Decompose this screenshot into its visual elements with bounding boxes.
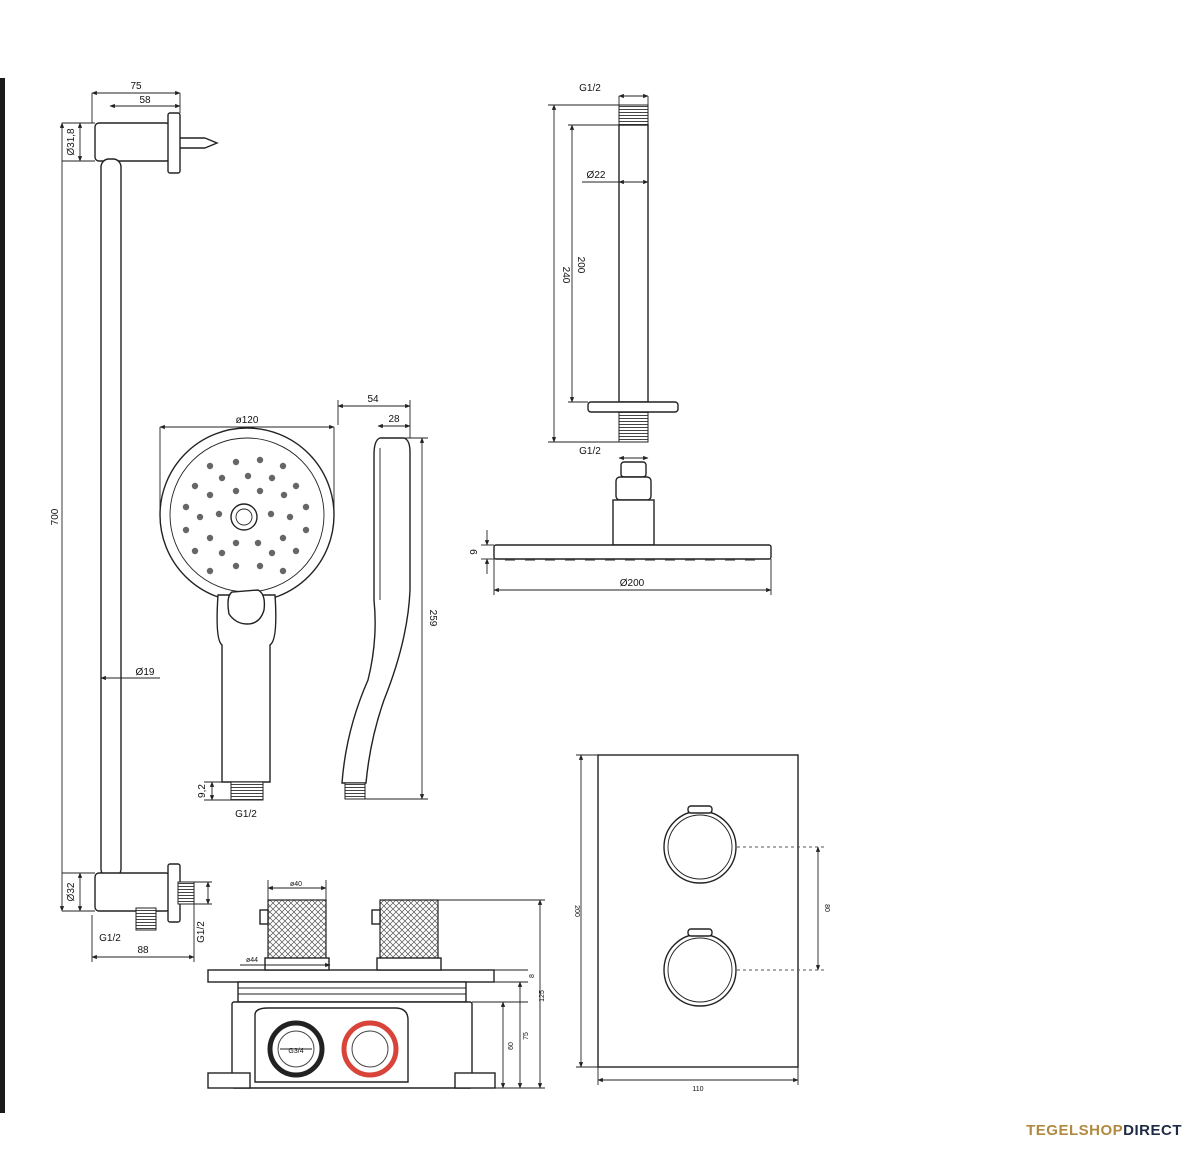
rain-head-diameter-label: Ø200 bbox=[620, 578, 645, 589]
left-border-bar bbox=[0, 78, 5, 1113]
nozzle-pattern bbox=[182, 456, 310, 575]
cover-plate-width-label: 110 bbox=[692, 1086, 703, 1093]
rail-rod-diameter-label: Ø19 bbox=[136, 667, 155, 678]
ceiling-arm-bottom-thread-label: G1/2 bbox=[579, 446, 601, 457]
ceiling-arm-top-thread-label: G1/2 bbox=[579, 83, 601, 94]
thermostat-total-depth-label: 125 bbox=[539, 990, 546, 1002]
rail-outlet-thread-left-label: G1/2 bbox=[99, 933, 121, 944]
brand-logo-part1: TEGELSHOP bbox=[1026, 1122, 1124, 1139]
rail-top-bracket-diameter-label: Ø31,8 bbox=[66, 128, 77, 156]
cover-plate-height-label: 200 bbox=[573, 905, 580, 917]
hand-shower-depth-label: 54 bbox=[367, 394, 379, 405]
ceiling-arm-diameter-label: Ø22 bbox=[587, 170, 606, 181]
thermostat-connection-thread-label: G3/4 bbox=[288, 1048, 303, 1055]
rain-shower-head-drawing bbox=[481, 530, 772, 595]
cover-plate-knob-spacing-label: 80 bbox=[823, 904, 830, 912]
hand-shower-front-drawing bbox=[159, 424, 335, 801]
hand-shower-diameter-label: ø120 bbox=[236, 415, 259, 426]
thermostat-plate-thickness-label: 8 bbox=[529, 974, 536, 978]
thermostat-inlet-height-label: 60 bbox=[508, 1042, 515, 1050]
rail-bottom-bracket-diameter-label: Ø32 bbox=[66, 882, 77, 901]
rail-outlet-width-label: 88 bbox=[137, 945, 149, 956]
rail-length-label: 700 bbox=[50, 508, 61, 525]
hand-shower-connector-height-label: 9,2 bbox=[197, 784, 208, 798]
ceiling-arm-length-label: 200 bbox=[575, 257, 586, 274]
hand-shower-connector-thread-label: G1/2 bbox=[235, 809, 257, 820]
rain-head-thickness-label: 9 bbox=[469, 549, 480, 555]
ceiling-arm-total-length-label: 240 bbox=[560, 267, 571, 284]
rail-width-total-label: 75 bbox=[130, 81, 142, 92]
hand-shower-handle-depth-label: 28 bbox=[388, 414, 400, 425]
brand-logo: TEGELSHOPDIRECT bbox=[1026, 1122, 1182, 1139]
thermostat-knob-diameter-label: ø40 bbox=[290, 881, 302, 888]
shower-rail-drawing bbox=[59, 90, 219, 962]
ceiling-arm-drawing bbox=[548, 93, 679, 546]
thermostat-body-depth-label: 75 bbox=[523, 1032, 530, 1040]
brand-logo-part2: DIRECT bbox=[1123, 1122, 1182, 1139]
hand-shower-side-drawing bbox=[337, 400, 428, 800]
thermostat-knob-base-diameter-label: ø44 bbox=[246, 957, 258, 964]
hand-shower-length-label: 259 bbox=[427, 610, 438, 627]
rail-bracket-width-label: 58 bbox=[139, 95, 151, 106]
thermostat-box-drawing bbox=[207, 880, 545, 1089]
rail-outlet-thread-right-label: G1/2 bbox=[196, 921, 207, 943]
cover-plate-drawing bbox=[576, 754, 824, 1085]
